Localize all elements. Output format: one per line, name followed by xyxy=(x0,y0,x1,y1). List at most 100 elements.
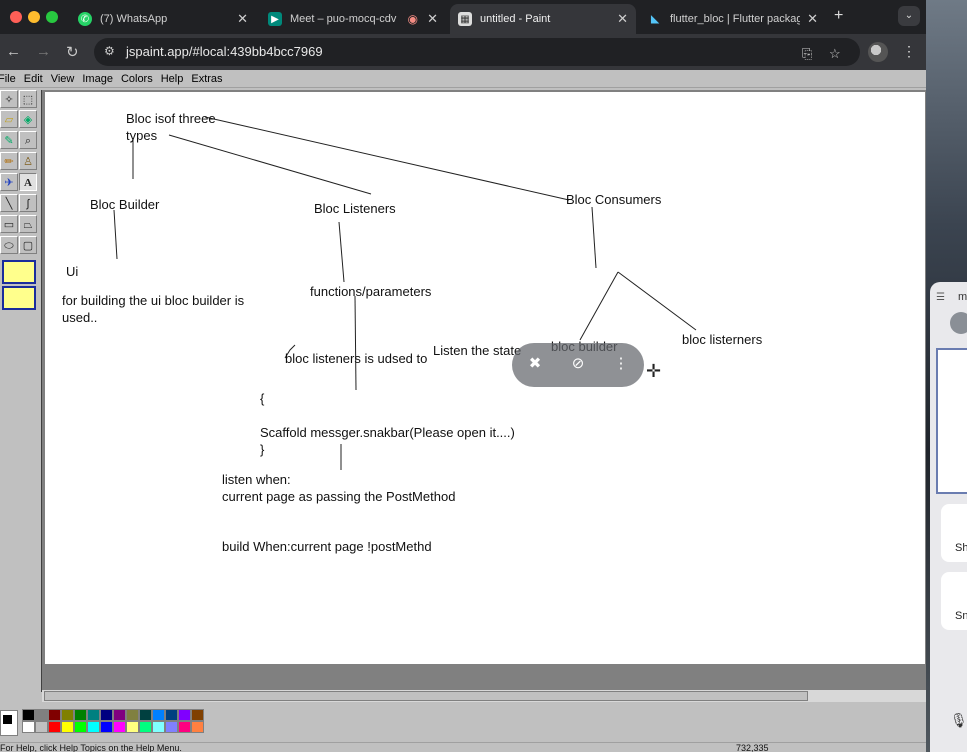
palette-swatch[interactable] xyxy=(191,721,204,733)
install-app-icon[interactable]: ⎘ xyxy=(802,46,813,61)
ellipse-icon[interactable]: ⬭ xyxy=(0,236,18,254)
palette-swatch[interactable] xyxy=(152,721,165,733)
rect-select-icon[interactable]: ⬚ xyxy=(19,90,37,108)
palette-swatch[interactable] xyxy=(35,721,48,733)
palette-swatch[interactable] xyxy=(100,709,113,721)
canvas-text-bloc-listerners: bloc listerners xyxy=(682,332,763,347)
side-card-1[interactable]: Sh xyxy=(941,504,967,562)
new-tab-button[interactable]: + xyxy=(834,7,844,24)
palette-swatch[interactable] xyxy=(87,709,100,721)
back-button[interactable]: ← xyxy=(6,43,21,60)
palette-swatch[interactable] xyxy=(74,709,87,721)
avatar[interactable] xyxy=(950,312,967,334)
menu-file[interactable]: File xyxy=(0,72,16,85)
forward-button[interactable]: → xyxy=(36,43,51,60)
tab-meet[interactable]: ▶ Meet – puo-mocq-cdv ◉ ✕ xyxy=(260,4,446,34)
polygon-icon[interactable]: ⏢ xyxy=(19,215,37,233)
palette-swatch[interactable] xyxy=(22,721,35,733)
palette-swatch[interactable] xyxy=(74,721,87,733)
maximize-window-button[interactable] xyxy=(46,11,58,23)
address-bar[interactable]: ⚙ jspaint.app/#local:439bb4bcc7969 ⎘ ☆ xyxy=(94,38,860,66)
text-tool-icon[interactable]: A xyxy=(19,173,37,191)
close-window-button[interactable] xyxy=(10,11,22,23)
palette-swatch[interactable] xyxy=(165,721,178,733)
reload-button[interactable]: ↻ xyxy=(66,44,79,61)
palette-swatch[interactable] xyxy=(35,709,48,721)
palette-swatch[interactable] xyxy=(165,709,178,721)
scrollbar-thumb[interactable] xyxy=(44,691,808,701)
palette-swatch[interactable] xyxy=(87,721,100,733)
tab-flutter[interactable]: ◣ flutter_bloc | Flutter packag ✕ xyxy=(640,4,826,34)
profile-avatar[interactable] xyxy=(868,42,888,62)
close-tab-icon[interactable]: ✕ xyxy=(427,11,438,26)
color-picker-icon[interactable]: ✎ xyxy=(0,131,18,149)
menu-colors[interactable]: Colors xyxy=(120,72,153,85)
tab-whatsapp[interactable]: ✆ (7) WhatsApp ✕ xyxy=(70,4,256,34)
palette-swatch[interactable] xyxy=(113,709,126,721)
more-options-icon[interactable]: ⋮ xyxy=(613,355,629,372)
tab-search-button[interactable]: ⌄ xyxy=(898,6,920,26)
rounded-rect-icon[interactable]: ▢ xyxy=(19,236,37,254)
unpin-icon[interactable]: ✖ xyxy=(528,355,542,372)
canvas-text-listeners-used: bloc listeners is udsed to xyxy=(285,351,428,366)
airbrush-icon[interactable]: ✈ xyxy=(0,173,18,191)
palette-swatch[interactable] xyxy=(126,721,139,733)
transparent-background-option[interactable] xyxy=(2,286,36,310)
palette-swatch[interactable] xyxy=(139,709,152,721)
site-info-icon[interactable]: ⚙ xyxy=(104,44,115,58)
minimize-window-button[interactable] xyxy=(28,11,40,23)
menu-view[interactable]: View xyxy=(50,72,75,85)
status-bar: For Help, click Help Topics on the Help … xyxy=(0,742,926,752)
line-icon[interactable]: ╲ xyxy=(0,194,18,212)
eraser-icon[interactable]: ▱ xyxy=(0,110,18,128)
palette-swatch[interactable] xyxy=(178,721,191,733)
palette-swatch[interactable] xyxy=(22,709,35,721)
magnifier-icon[interactable]: ⌕ xyxy=(19,131,37,149)
palette-swatch[interactable] xyxy=(113,721,126,733)
fill-bucket-icon[interactable]: ◈ xyxy=(19,110,37,128)
line-listeners-to-functions xyxy=(338,221,345,283)
canvas-text-build-when: build When:current page !postMethd xyxy=(222,539,432,554)
canvas-text-listen-state: Listen the state xyxy=(433,343,522,358)
palette-swatch[interactable] xyxy=(100,721,113,733)
close-tab-icon[interactable]: ✕ xyxy=(617,11,628,26)
free-select-icon[interactable]: ✧ xyxy=(0,90,18,108)
microphone-icon[interactable]: 🎙 xyxy=(950,712,967,728)
close-tab-icon[interactable]: ✕ xyxy=(807,11,818,26)
side-panel-label: m xyxy=(958,291,967,303)
tick-mark xyxy=(284,344,296,359)
pencil-icon[interactable]: ✏ xyxy=(0,152,18,170)
opaque-background-option[interactable] xyxy=(2,260,36,284)
palette-swatch[interactable] xyxy=(61,721,74,733)
palette-swatch[interactable] xyxy=(61,709,74,721)
palette-swatch[interactable] xyxy=(126,709,139,721)
curve-icon[interactable]: ∫ xyxy=(19,194,37,212)
menu-edit[interactable]: Edit xyxy=(23,72,43,85)
browser-menu-icon[interactable]: ⋮ xyxy=(902,43,916,59)
recording-icon: ◉ xyxy=(407,12,418,26)
menu-image[interactable]: Image xyxy=(82,72,113,85)
palette-swatch[interactable] xyxy=(152,709,165,721)
settings-sliders-icon[interactable]: ☰ xyxy=(936,292,945,303)
horizontal-scrollbar[interactable] xyxy=(42,690,926,702)
browser-toolbar: ← → ↻ ⚙ jspaint.app/#local:439bb4bcc7969… xyxy=(0,34,926,70)
tab-paint[interactable]: ▦ untitled - Paint ✕ xyxy=(450,4,636,34)
line-to-bloc-listerners xyxy=(617,271,697,331)
palette-swatch[interactable] xyxy=(178,709,191,721)
drawing-canvas[interactable]: Bloc isof threee types Bloc Builder Bloc… xyxy=(45,92,925,664)
palette-swatch[interactable] xyxy=(139,721,152,733)
bookmark-star-icon[interactable]: ☆ xyxy=(829,46,841,61)
menu-extras[interactable]: Extras xyxy=(191,72,223,85)
palette-swatch[interactable] xyxy=(48,709,61,721)
close-tab-icon[interactable]: ✕ xyxy=(237,11,248,26)
browser-window: ✆ (7) WhatsApp ✕ ▶ Meet – puo-mocq-cdv ◉… xyxy=(0,0,926,752)
palette-swatch[interactable] xyxy=(48,721,61,733)
side-card-2[interactable]: Sn xyxy=(941,572,967,630)
menu-help[interactable]: Help xyxy=(160,72,184,85)
screen-share-thumbnail[interactable] xyxy=(936,348,967,494)
rectangle-icon[interactable]: ▭ xyxy=(0,215,18,233)
mute-video-icon[interactable]: ⊘ xyxy=(571,355,585,372)
palette-swatch[interactable] xyxy=(191,709,204,721)
brush-icon[interactable]: ♙ xyxy=(19,152,37,170)
current-colors-indicator[interactable] xyxy=(0,710,18,736)
